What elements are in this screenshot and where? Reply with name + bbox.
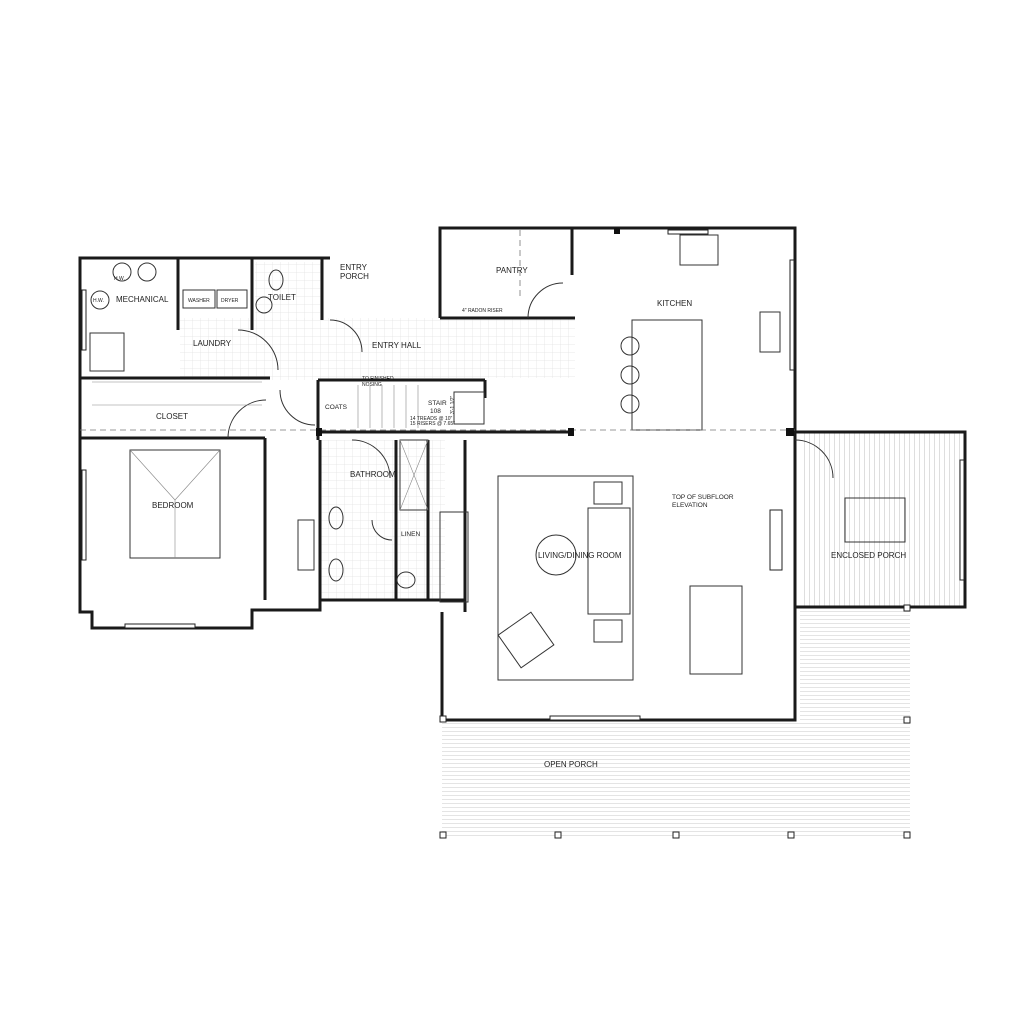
label-living-dining: LIVING/DINING ROOM (538, 551, 622, 560)
label-radon: 4" RADON RISER (462, 308, 503, 314)
label-hw2: H.W. (93, 298, 104, 304)
room-labels: MECHANICAL H.W. H.W. WASHER DRYER TOILET… (93, 263, 906, 769)
label-enclosed-porch: ENCLOSED PORCH (831, 551, 906, 560)
label-stair-dim: 3'-1 1/2" (450, 395, 456, 414)
fixtures (89, 234, 906, 681)
windows (81, 229, 965, 721)
label-linen: LINEN (401, 531, 420, 538)
porch-posts (316, 228, 911, 839)
door-swings (227, 282, 834, 541)
label-kitchen: KITCHEN (657, 299, 692, 308)
label-laundry: LAUNDRY (193, 339, 232, 348)
label-bathroom: BATHROOM (350, 470, 396, 479)
label-hw1: H.W. (114, 276, 125, 282)
label-mechanical: MECHANICAL (116, 295, 169, 304)
interior-walls (80, 228, 575, 612)
label-treads: 14 TREADS @ 10"15 RISERS @ 7.65" (410, 416, 455, 427)
open-porch-deck (442, 432, 965, 838)
label-coats: COATS (325, 404, 348, 411)
label-toilet: TOILET (268, 293, 296, 302)
label-dryer: DRYER (221, 298, 239, 304)
tile-floor (180, 262, 575, 600)
stair-treads (92, 381, 419, 428)
label-pantry: PANTRY (496, 266, 528, 275)
ceiling-lines (80, 230, 795, 431)
label-open-porch: OPEN PORCH (544, 760, 598, 769)
label-bedroom: BEDROOM (152, 501, 194, 510)
label-washer: WASHER (188, 298, 210, 304)
label-closet: CLOSET (156, 412, 188, 421)
label-entry-hall: ENTRY HALL (372, 341, 422, 350)
